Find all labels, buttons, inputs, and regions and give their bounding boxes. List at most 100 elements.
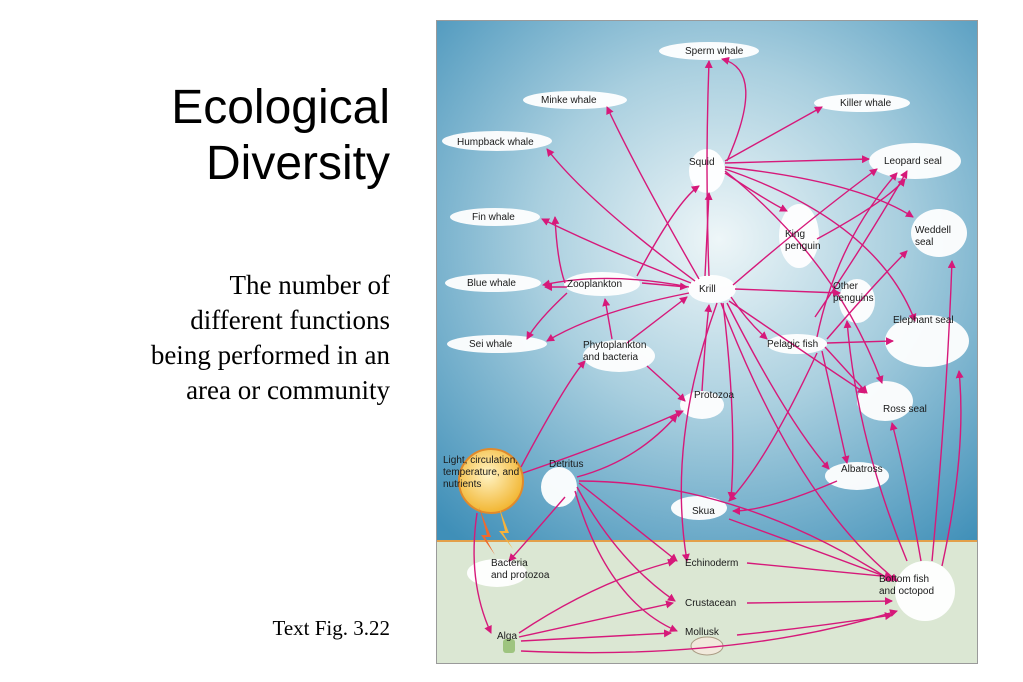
label-other-penguins-line: Other: [833, 281, 859, 292]
king-penguin-silhouette: [779, 204, 819, 268]
arrow-krill-bottomfish: [720, 302, 898, 582]
pelagic-fish-silhouette: [767, 334, 827, 354]
arrow-pelagic-weddell: [826, 250, 908, 340]
arrow-krill-humpback: [546, 148, 696, 282]
arrow-zooplankton-finwhale: [551, 216, 566, 284]
label-sperm-whale: Sperm whale: [685, 46, 744, 57]
arrow-krill-leopardseal: [732, 168, 878, 286]
leopard-seal-silhouette: [869, 143, 961, 179]
figure-caption: Text Fig. 3.22: [272, 616, 390, 640]
arrow-squid-spermwhale: [721, 56, 747, 162]
arrow-krill-minkewhale: [606, 106, 700, 280]
arrow-bottomfish-weddell: [931, 260, 956, 562]
arrow-light-alga: [473, 512, 492, 634]
label-killer-whale: Killer whale: [840, 98, 892, 109]
arrow-bottomfish-penguins: [843, 320, 908, 562]
arrow-echinoderm-bottomfish: [746, 562, 893, 581]
arrow-detritus-crustacean: [576, 486, 676, 602]
label-bacteria-line: Bacteria: [491, 558, 528, 569]
label-ross-seal: Ross seal: [883, 404, 927, 415]
body-line: being performed in an: [150, 340, 390, 370]
arrow-mollusk-bottomfish: [736, 612, 893, 636]
label-detritus: Detritus: [549, 459, 583, 470]
label-alga: Alga: [497, 631, 517, 642]
label-bottom-fish-line: and octopod: [879, 586, 934, 597]
label-humpback-whale: Humpback whale: [457, 137, 534, 148]
label-elephant-seal: Elephant seal: [893, 315, 954, 326]
arrow-pelagic-leopardseal: [816, 172, 898, 338]
label-blue-whale: Blue whale: [467, 278, 516, 289]
arrow-pelagic-elephantseal: [826, 337, 894, 346]
label-pelagic-fish: Pelagic fish: [767, 339, 818, 350]
slide-title-line: Diversity: [205, 137, 390, 190]
food-web-diagram: Sperm whale Minke whale Killer whale Hum…: [436, 20, 978, 664]
arrow-light-phyto: [520, 360, 586, 468]
label-krill: Krill: [699, 284, 716, 295]
minke-whale-silhouette: [523, 91, 627, 109]
ross-seal-silhouette: [857, 381, 913, 421]
phytoplankton-silhouette: [583, 340, 655, 372]
label-sei-whale: Sei whale: [469, 339, 513, 350]
label-light-line: Light, circulation,: [443, 455, 518, 466]
label-albatross: Albatross: [841, 464, 883, 475]
arrow-alga-crustacean: [518, 600, 674, 638]
arrow-squid-killerwhale: [724, 106, 823, 162]
food-web-svg: Sperm whale Minke whale Killer whale Hum…: [437, 21, 977, 663]
albatross-silhouette: [825, 462, 889, 490]
bacteria-protozoa-silhouette: [467, 559, 527, 587]
fin-whale-silhouette: [450, 208, 540, 226]
label-phytoplankton-line: Phytoplankton: [583, 340, 646, 351]
label-light-line: temperature, and: [443, 467, 519, 478]
arrow-krill-finwhale: [541, 218, 692, 284]
sei-whale-silhouette: [447, 335, 547, 353]
arrow-pelagic-rossseal: [824, 346, 868, 394]
sperm-whale-silhouette: [659, 42, 759, 60]
arrow-protozoa-krill: [701, 304, 713, 392]
arrow-krill-pelagicfish: [730, 296, 768, 340]
arrow-detritus-bottomfish: [578, 480, 893, 582]
label-king-penguin-line: penguin: [785, 241, 821, 252]
arrow-krill-otherpenguins: [734, 288, 841, 297]
label-king-penguin-line: King: [785, 229, 805, 240]
label-weddell-seal-line: seal: [915, 237, 933, 248]
label-fin-whale: Fin whale: [472, 212, 515, 223]
label-protozoa: Protozoa: [694, 390, 734, 401]
killer-whale-silhouette: [814, 94, 910, 112]
energy-flame-icon: [499, 507, 513, 549]
label-bacteria-line: and protozoa: [491, 570, 550, 581]
arrow-squid-elephantseal: [724, 168, 917, 322]
krill-silhouette: [688, 275, 736, 303]
bottom-fish-octopod-silhouette: [895, 561, 955, 621]
arrow-skua-bottomfish: [728, 518, 893, 581]
arrow-krill-skua: [722, 302, 736, 500]
slide-title-line: Ecological: [171, 81, 390, 134]
zooplankton-silhouette: [564, 272, 640, 296]
arrow-light-protozoa: [522, 410, 684, 474]
arrow-detritus-bacteria: [508, 496, 566, 562]
arrow-squid-kingpenguin: [724, 172, 788, 212]
skua-silhouette: [671, 496, 727, 520]
label-minke-whale: Minke whale: [541, 95, 597, 106]
arrow-zooplankton-seiwhale: [526, 292, 568, 340]
arrow-krill-squid: [704, 192, 713, 277]
arrow-kingpenguin-leopardseal: [816, 178, 906, 240]
blue-whale-silhouette: [445, 274, 541, 292]
arrow-zooplankton-squid: [636, 185, 700, 277]
slide-title: Ecological Diversity: [10, 80, 390, 192]
label-mollusk: Mollusk: [685, 627, 720, 638]
arrow-krill-spermwhale: [704, 60, 713, 277]
sun-icon: [458, 448, 524, 514]
arrow-crustacean-bottomfish: [746, 597, 893, 606]
label-bottom-fish-line: Bottom fish: [879, 574, 929, 585]
arrow-detritus-echinoderm: [578, 482, 678, 562]
arrow-phyto-krill: [626, 296, 688, 344]
arrow-albatross-skua: [732, 480, 838, 515]
arrow-alga-mollusk: [520, 629, 672, 642]
arrow-detritus-protozoa: [576, 414, 678, 478]
label-other-penguins-line: penguins: [833, 293, 874, 304]
arrow-phyto-zooplankton: [602, 298, 613, 340]
arrow-krill-albatross: [726, 302, 830, 470]
humpback-whale-silhouette: [442, 131, 552, 151]
label-squid: Squid: [689, 157, 715, 168]
arrow-pelagic-skua: [728, 352, 818, 502]
